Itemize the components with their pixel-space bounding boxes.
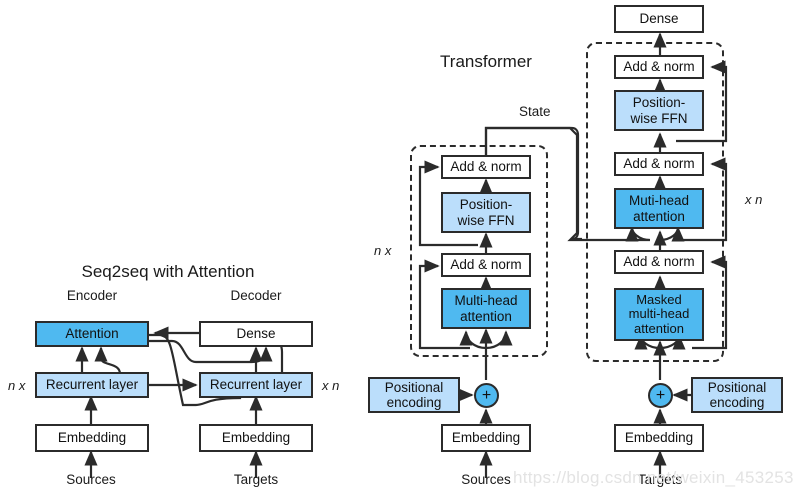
encoder-add-norm-bottom[interactable]: Add & norm [441, 253, 531, 277]
seq2seq-decoder-input-label: Targets [233, 472, 279, 487]
decoder-embedding[interactable]: Embedding [614, 424, 704, 452]
encoder-input-label: Sources [461, 472, 511, 487]
decoder-add-norm-mid[interactable]: Add & norm [614, 152, 704, 176]
decoder-cross-attention[interactable]: Muti-head attention [614, 188, 704, 229]
encoder-sum-node[interactable]: + [474, 383, 499, 408]
decoder-add-norm-bottom[interactable]: Add & norm [614, 250, 704, 274]
transformer-encoder-block [410, 145, 548, 357]
decoder-positional-encoding[interactable]: Positional encoding [691, 377, 783, 413]
encoder-embedding[interactable]: Embedding [441, 424, 531, 452]
seq2seq-encoder-embedding-box[interactable]: Embedding [35, 424, 149, 452]
transformer-encoder-repeat: n x [374, 243, 392, 258]
transformer-state-label: State [519, 104, 551, 119]
seq2seq-title: Seq2seq with Attention [81, 262, 255, 281]
seq2seq-dense-box[interactable]: Dense [199, 321, 313, 347]
encoder-label: Encoder [66, 288, 118, 303]
decoder-input-label: Targets [637, 472, 683, 487]
watermark: https://blog.csdn.net/weixin_45325331 [513, 468, 794, 487]
transformer-title: Transformer [440, 52, 532, 71]
decoder-add-norm-top[interactable]: Add & norm [614, 55, 704, 79]
decoder-ffn[interactable]: Position- wise FFN [614, 90, 704, 131]
decoder-label: Decoder [230, 288, 282, 303]
encoder-multi-head-attention[interactable]: Multi-head attention [441, 288, 531, 329]
decoder-dense[interactable]: Dense [614, 5, 704, 33]
seq2seq-decoder-repeat: x n [322, 378, 340, 393]
seq2seq-attention-box[interactable]: Attention [35, 321, 149, 347]
encoder-add-norm-top[interactable]: Add & norm [441, 155, 531, 179]
decoder-sum-node[interactable]: + [648, 383, 673, 408]
seq2seq-decoder-embedding-box[interactable]: Embedding [199, 424, 313, 452]
seq2seq-decoder-recurrent-box[interactable]: Recurrent layer [199, 372, 313, 398]
encoder-ffn[interactable]: Position- wise FFN [441, 192, 531, 233]
seq2seq-encoder-input-label: Sources [66, 472, 116, 487]
transformer-decoder-repeat: x n [745, 192, 763, 207]
decoder-masked-attention[interactable]: Masked multi-head attention [614, 288, 704, 341]
transformer-decoder-block [586, 42, 724, 362]
encoder-positional-encoding[interactable]: Positional encoding [368, 377, 460, 413]
seq2seq-encoder-repeat: n x [8, 378, 26, 393]
seq2seq-encoder-recurrent-box[interactable]: Recurrent layer [35, 372, 149, 398]
